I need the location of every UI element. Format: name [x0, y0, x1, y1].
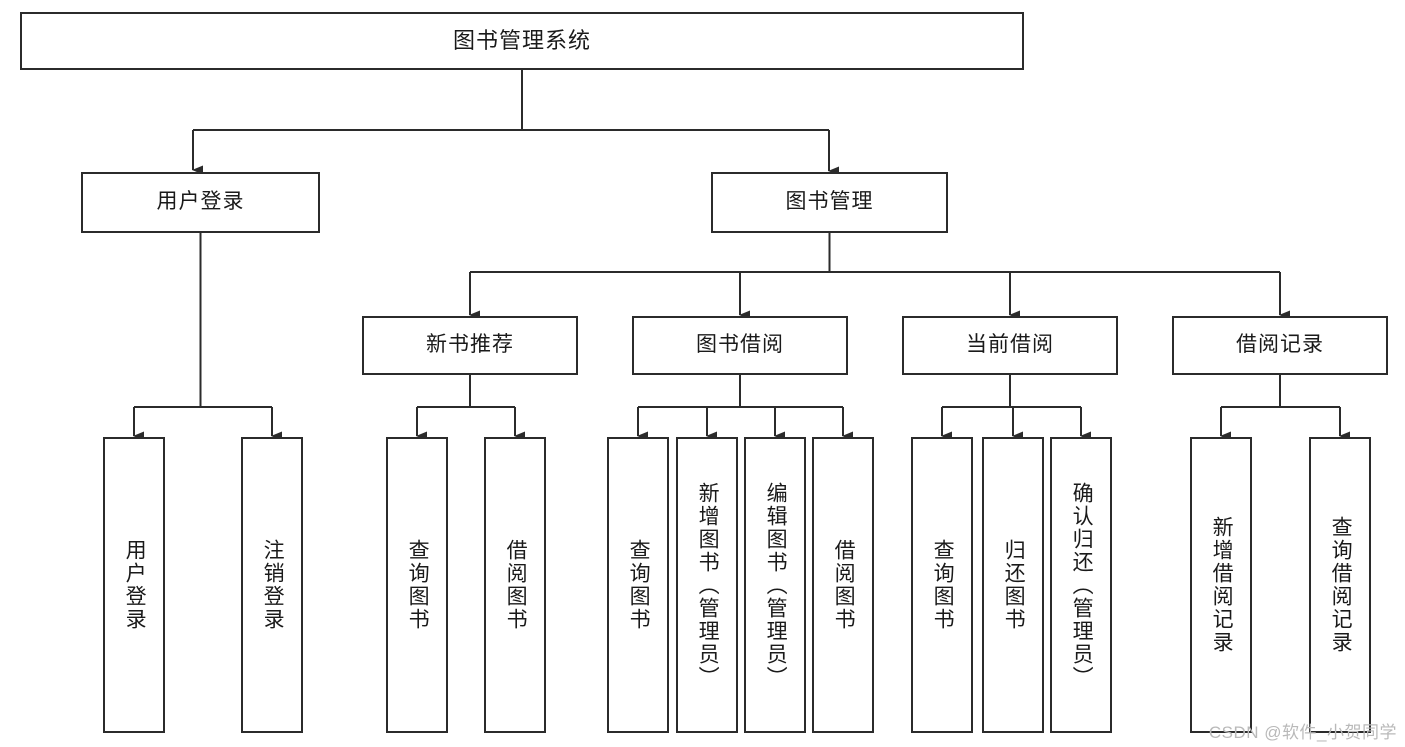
node-leaf-edit-book[interactable]: 编辑图书（管理员） [744, 437, 806, 733]
node-label: 查询图书 [627, 539, 651, 631]
node-leaf-return-book[interactable]: 归还图书 [982, 437, 1044, 733]
node-label: 新书推荐 [426, 333, 514, 357]
node-label: 查询借阅记录 [1329, 516, 1353, 654]
node-label: 图书借阅 [696, 333, 784, 357]
node-label: 借阅记录 [1236, 333, 1324, 357]
node-label: 用户登录 [123, 539, 147, 631]
node-label: 编辑图书（管理员） [764, 481, 788, 689]
node-borrow-record[interactable]: 借阅记录 [1172, 316, 1388, 375]
node-label: 注销登录 [261, 539, 285, 631]
node-label: 新增图书（管理员） [696, 481, 720, 689]
node-book-management[interactable]: 图书管理 [711, 172, 948, 233]
node-book-borrow[interactable]: 图书借阅 [632, 316, 848, 375]
node-leaf-query-book-2[interactable]: 查询图书 [607, 437, 669, 733]
node-label: 查询图书 [931, 539, 955, 631]
node-label: 确认归还（管理员） [1070, 481, 1094, 689]
node-leaf-add-book[interactable]: 新增图书（管理员） [676, 437, 738, 733]
node-root[interactable]: 图书管理系统 [20, 12, 1024, 70]
connector-paths [133, 70, 1350, 441]
node-label: 查询图书 [406, 539, 430, 631]
node-user-login[interactable]: 用户登录 [81, 172, 320, 233]
node-label: 图书管理系统 [452, 28, 591, 54]
node-leaf-query-record[interactable]: 查询借阅记录 [1309, 437, 1371, 733]
node-leaf-logout[interactable]: 注销登录 [241, 437, 303, 733]
node-leaf-add-record[interactable]: 新增借阅记录 [1190, 437, 1252, 733]
node-leaf-user-login[interactable]: 用户登录 [103, 437, 165, 733]
node-leaf-confirm-return[interactable]: 确认归还（管理员） [1050, 437, 1112, 733]
node-new-book-recommend[interactable]: 新书推荐 [362, 316, 578, 375]
node-leaf-borrow-book-2[interactable]: 借阅图书 [812, 437, 874, 733]
node-label: 用户登录 [156, 190, 245, 214]
node-label: 归还图书 [1002, 539, 1026, 631]
node-leaf-query-book-3[interactable]: 查询图书 [911, 437, 973, 733]
node-current-borrow[interactable]: 当前借阅 [902, 316, 1118, 375]
node-leaf-query-book-1[interactable]: 查询图书 [386, 437, 448, 733]
node-label: 新增借阅记录 [1210, 516, 1234, 654]
node-label: 当前借阅 [966, 333, 1054, 357]
node-label: 借阅图书 [504, 539, 528, 631]
node-leaf-borrow-book-1[interactable]: 借阅图书 [484, 437, 546, 733]
node-label: 借阅图书 [832, 539, 856, 631]
watermark-label: CSDN @软件_小贺同学 [1208, 723, 1397, 742]
node-label: 图书管理 [785, 190, 874, 214]
